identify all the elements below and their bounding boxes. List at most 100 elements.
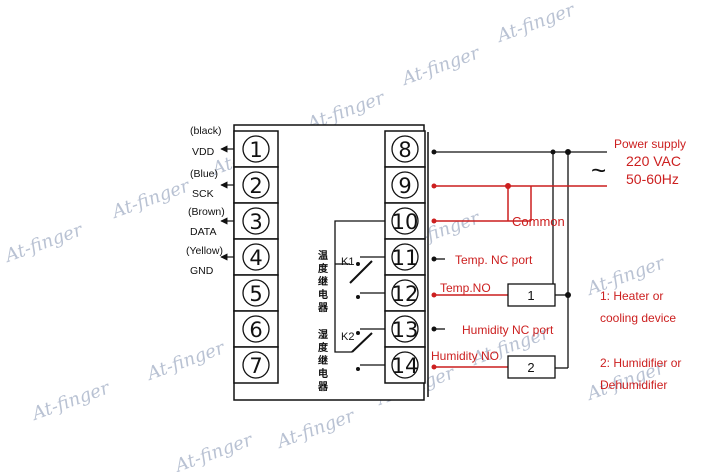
terminal-circle [242, 135, 270, 163]
terminal-dot [431, 149, 437, 155]
terminal-number: 8 [398, 138, 411, 162]
relay-k2-label: K2 [341, 331, 354, 343]
terminal-number: 4 [249, 246, 262, 270]
ac-symbol-icon: ~ [591, 155, 606, 185]
watermark: At-finger [171, 429, 257, 472]
legend-item1-line1: 1: Heater or [600, 289, 663, 303]
relay2-char: 继 [318, 354, 328, 367]
signal-label: DATA [190, 226, 216, 238]
k1-switch-arm [349, 260, 373, 284]
legend-item2-line1: 2: Humidifier or [600, 356, 681, 370]
load1-box [507, 283, 556, 307]
terminal-dot [431, 256, 437, 262]
relay-wiring [334, 220, 385, 366]
terminal-circle [391, 279, 419, 307]
hum-nc-label: Humidity NC port [462, 323, 554, 337]
terminal-number: 1 [249, 138, 262, 162]
power-voltage: 220 VAC [626, 153, 681, 169]
relay2-char: 湿 [318, 328, 328, 341]
wire-color-label: (Brown) [188, 206, 225, 218]
wire-color-label: (Yellow) [186, 245, 223, 257]
watermark: At-finger [1, 219, 87, 267]
terminal-circle [391, 171, 419, 199]
terminal-number: 13 [392, 318, 419, 342]
junction-dot [505, 183, 511, 189]
terminal-box [233, 166, 279, 204]
terminal-box [233, 238, 279, 276]
k2-switch-arm [351, 332, 373, 353]
terminal-circle [242, 315, 270, 343]
temp-nc-label: Temp. NC port [455, 253, 533, 267]
junction-dot [565, 292, 571, 298]
relay1-char: 度 [318, 262, 329, 275]
load2-box [507, 355, 556, 379]
relay1-char: 电 [318, 288, 328, 301]
terminal-number: 5 [249, 282, 262, 306]
relay2-char: 电 [318, 367, 328, 380]
terminal-circle [391, 207, 419, 235]
terminal-box [233, 202, 279, 240]
relay1-chinese-label: 温 度 继 电 器 [317, 249, 329, 314]
relay1-char: 继 [318, 275, 328, 288]
contact-dot [356, 295, 360, 299]
load1-number: 1 [527, 288, 534, 303]
signal-label: GND [190, 265, 214, 277]
load2-number: 2 [527, 360, 534, 375]
temp-no-label: Temp.NO [440, 281, 491, 295]
terminal-dot [431, 326, 437, 332]
hum-no-label: Humidity NO [431, 349, 499, 363]
junction-dot [565, 149, 571, 155]
left-terminal-boxes [233, 130, 279, 384]
terminal-circle [242, 243, 270, 271]
common-label: Common [512, 214, 565, 229]
relay2-char: 器 [317, 381, 329, 393]
sensor-wires [220, 145, 234, 261]
terminal-box [233, 274, 279, 312]
terminal-circle [242, 171, 270, 199]
junction-dot [550, 149, 556, 155]
wire-color-label: (Blue) [190, 168, 218, 180]
terminal-circle [391, 135, 419, 163]
terminal-number: 6 [249, 318, 262, 342]
junction-dot [431, 292, 437, 298]
relay1-char: 器 [317, 302, 329, 314]
terminal-number: 11 [392, 246, 419, 270]
terminal-circle [242, 279, 270, 307]
terminal-number: 7 [249, 354, 262, 378]
watermark: At-finger [273, 405, 359, 453]
contact-dot [356, 367, 360, 371]
terminal-circle [391, 243, 419, 271]
red-nodes [431, 183, 511, 370]
contact-dot [356, 262, 360, 266]
sensor-labels: (black) VDD (Blue) SCK (Brown) DATA (Yel… [186, 125, 225, 277]
relay-contacts [356, 262, 360, 371]
relay-k1-label: K1 [341, 256, 354, 268]
relay-common-line [334, 220, 385, 353]
power-frequency: 50-60Hz [626, 171, 679, 187]
terminal-number: 14 [392, 354, 419, 378]
red-wiring [434, 185, 607, 368]
terminal-circle [391, 315, 419, 343]
relay2-chinese-label: 湿 度 继 电 器 [317, 328, 329, 393]
signal-label: VDD [192, 146, 215, 158]
junction-dot [431, 183, 437, 189]
relay1-char: 温 [318, 249, 328, 262]
terminal-number: 12 [392, 282, 419, 306]
terminal-circle [242, 207, 270, 235]
watermark: At-finger [108, 175, 194, 223]
terminal-numbers: 1 2 3 4 5 6 7 8 9 10 11 12 13 14 [249, 138, 418, 378]
watermark: At-finger [28, 377, 114, 425]
power-supply-title: Power supply [614, 137, 686, 151]
terminal-circle [391, 351, 419, 379]
watermark: At-finger [398, 42, 484, 90]
terminal-number: 9 [398, 174, 411, 198]
legend-item1-line2: cooling device [600, 311, 676, 325]
legend-item2-line2: Dehumidifier [600, 378, 667, 392]
terminal-number: 10 [392, 210, 419, 234]
contact-dot [356, 331, 360, 335]
terminal-circles [242, 135, 419, 379]
nc-arrows [431, 149, 437, 332]
terminal-circle [242, 351, 270, 379]
terminal-box [233, 346, 279, 384]
